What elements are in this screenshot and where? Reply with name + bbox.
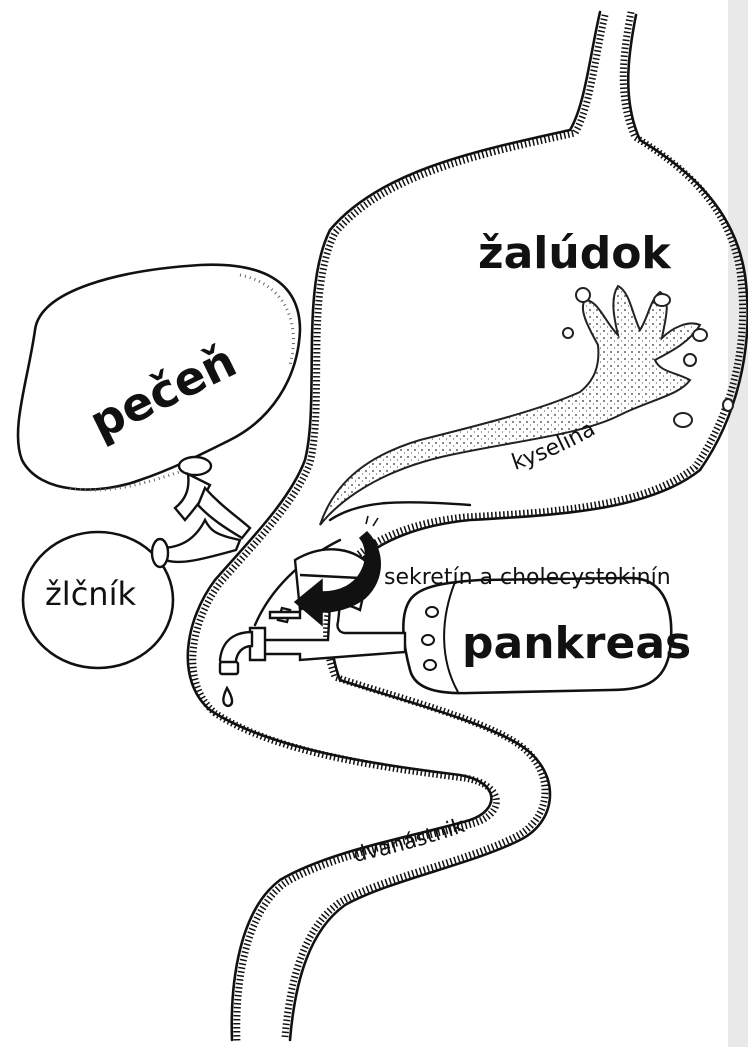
acid-splash (320, 286, 733, 525)
water-drop (223, 688, 232, 706)
bile-ducts (152, 457, 250, 567)
stomach-duodenum-outer-wall (285, 12, 748, 1040)
pancreas-label: pankreas (462, 618, 691, 669)
acid-droplet (674, 413, 692, 427)
page-edge-shadow (728, 0, 748, 1047)
acid-droplet (576, 288, 590, 302)
acid-droplet (654, 294, 670, 306)
acid-droplet (693, 329, 707, 341)
hormones-label: sekretín a cholecystokinín (384, 565, 671, 590)
hormone-sparkle (366, 516, 378, 526)
duodenum-label-path: dvanástnik (351, 813, 469, 867)
duodenum-label: dvanástnik (351, 813, 469, 867)
acid-droplet (684, 354, 696, 366)
gallbladder-label: žlčník (45, 575, 136, 613)
stomach-label: žalúdok (478, 228, 672, 279)
faucet (220, 608, 300, 706)
acid-droplet (563, 328, 573, 338)
acid-droplet (723, 399, 733, 411)
